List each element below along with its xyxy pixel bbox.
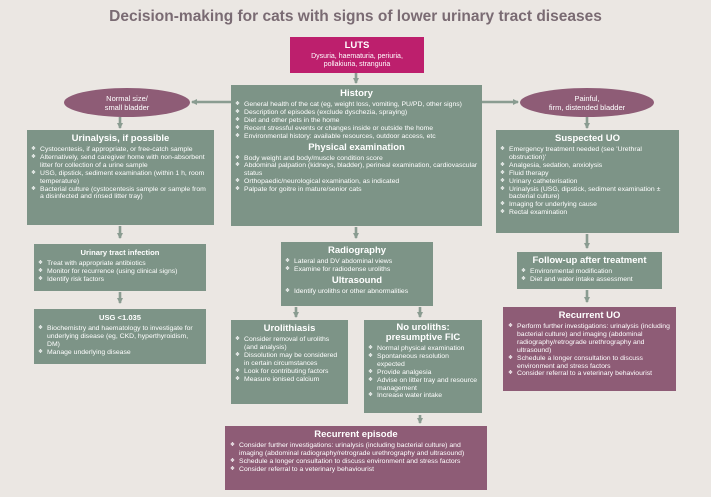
follow-up-title: Follow-up after treatment bbox=[532, 255, 647, 266]
radiography-item: Lateral and DV abdominal views bbox=[285, 258, 429, 266]
follow-up-item: Diet and water intake assessment bbox=[521, 276, 658, 284]
radiography-list: Lateral and DV abdominal views Examine f… bbox=[285, 258, 429, 274]
urolithiasis-list: Consider removal of uroliths (and analys… bbox=[235, 336, 344, 383]
follow-up-item: Environmental modification bbox=[521, 268, 658, 276]
page-title: Decision-making for cats with signs of l… bbox=[109, 8, 602, 25]
history-item: Description of episodes (exclude dyschez… bbox=[235, 109, 478, 117]
history-list: General health of the cat (eg, weight lo… bbox=[235, 101, 478, 141]
suspected-uo-item: Urinary catheterisation bbox=[500, 178, 675, 186]
physical-exam-item: Abdominal palpation (kidneys, bladder), … bbox=[235, 162, 478, 178]
urinalysis-list: Cystocentesis, if appropriate, or free-c… bbox=[31, 146, 210, 201]
urinalysis-item: USG, dipstick, sediment examination (wit… bbox=[31, 170, 210, 186]
fic-item: Increase water intake bbox=[368, 392, 478, 400]
follow-up-box: Follow-up after treatment Environmental … bbox=[517, 252, 662, 289]
usg-list: Biochemistry and haematology to investig… bbox=[38, 325, 202, 357]
suspected-uo-item: Rectal examination bbox=[500, 209, 675, 217]
recurrent-uo-list: Perform further investigations: urinalys… bbox=[508, 323, 671, 378]
history-item: Recent stressful events or changes insid… bbox=[235, 125, 478, 133]
urinalysis-item: Cystocentesis, if appropriate, or free-c… bbox=[31, 146, 210, 154]
urinalysis-box: Urinalysis, if possible Cystocentesis, i… bbox=[27, 130, 214, 225]
uti-item: Identify risk factors bbox=[38, 276, 202, 284]
radiography-title: Radiography bbox=[327, 245, 387, 256]
recurrent-episode-item: Schedule a longer consultation to discus… bbox=[230, 458, 482, 466]
suspected-uo-item: Imaging for underlying cause bbox=[500, 201, 675, 209]
urolithiasis-item: Look for contributing factors bbox=[235, 368, 344, 376]
recurrent-episode-item: Consider referral to a veterinary behavi… bbox=[230, 466, 482, 474]
luts-line-2: pollakiuria, stranguria bbox=[323, 61, 391, 68]
suspected-uo-title: Suspected UO bbox=[555, 133, 620, 144]
recurrent-episode-item: Consider further investigations: urinaly… bbox=[230, 442, 482, 458]
physical-exam-list: Body weight and body/muscle condition sc… bbox=[235, 155, 478, 195]
urolithiasis-item: Consider removal of uroliths (and analys… bbox=[235, 336, 344, 352]
history-box: History General health of the cat (eg, w… bbox=[231, 85, 482, 226]
uti-title: Urinary tract infection bbox=[80, 248, 160, 257]
oval-right-line-2: firm, distended bladder bbox=[548, 102, 626, 112]
oval-distended-bladder: Painful, firm, distended bladder bbox=[520, 88, 654, 117]
oval-normal-bladder: Normal size/ small bladder bbox=[64, 88, 190, 117]
oval-left-line-2: small bladder bbox=[104, 102, 150, 112]
usg-item: Biochemistry and haematology to investig… bbox=[38, 325, 202, 349]
suspected-uo-box: Suspected UO Emergency treatment needed … bbox=[496, 130, 679, 233]
follow-up-list: Environmental modification Diet and wate… bbox=[521, 268, 658, 284]
fic-item: Spontaneous resolution expected bbox=[368, 353, 478, 369]
uti-item: Treat with appropriate antibiotics bbox=[38, 260, 202, 268]
history-item: Environmental history: available resourc… bbox=[235, 133, 478, 141]
uti-box: Urinary tract infection Treat with appro… bbox=[34, 244, 206, 291]
physical-exam-title: Physical examination bbox=[308, 141, 405, 153]
urolithiasis-item: Measure ionised calcium bbox=[235, 376, 344, 384]
suspected-uo-item: Analgesia, sedation, anxiolysis bbox=[500, 162, 675, 170]
physical-exam-item: Orthopaedic/neurological examination, as… bbox=[235, 178, 478, 186]
suspected-uo-item: Urinalysis (USG, dipstick, sediment exam… bbox=[500, 186, 675, 202]
recurrent-episode-list: Consider further investigations: urinaly… bbox=[230, 442, 482, 474]
fic-item: Advise on litter tray and resource manag… bbox=[368, 377, 478, 393]
oval-right-line-1: Painful, bbox=[574, 93, 600, 103]
urolithiasis-box: Urolithiasis Consider removal of urolith… bbox=[231, 320, 348, 404]
recurrent-uo-item: Schedule a longer consultation to discus… bbox=[508, 355, 671, 371]
oval-left-line-1: Normal size/ bbox=[106, 93, 148, 103]
luts-line-1: Dysuria, haematuria, periuria, bbox=[311, 53, 403, 60]
history-title: History bbox=[340, 88, 373, 99]
ultrasound-item: Identify uroliths or other abnormalities bbox=[285, 288, 429, 296]
urolithiasis-title: Urolithiasis bbox=[263, 323, 316, 334]
suspected-uo-item: Fluid therapy bbox=[500, 170, 675, 178]
usg-box: USG <1.035 Biochemistry and haematology … bbox=[34, 309, 206, 364]
usg-title: USG <1.035 bbox=[98, 313, 141, 322]
fic-box: No uroliths: presumptive FIC Normal phys… bbox=[364, 320, 482, 413]
recurrent-uo-item: Perform further investigations: urinalys… bbox=[508, 323, 671, 355]
fic-title-line-2: presumptive FIC bbox=[385, 332, 461, 343]
suspected-uo-item: Emergency treatment needed (see 'Urethra… bbox=[500, 146, 675, 162]
uti-list: Treat with appropriate antibiotics Monit… bbox=[38, 260, 202, 284]
physical-exam-item: Body weight and body/muscle condition sc… bbox=[235, 155, 478, 163]
suspected-uo-list: Emergency treatment needed (see 'Urethra… bbox=[500, 146, 675, 217]
history-item: General health of the cat (eg, weight lo… bbox=[235, 101, 478, 109]
ultrasound-list: Identify uroliths or other abnormalities bbox=[285, 288, 429, 296]
fic-item: Provide analgesia bbox=[368, 369, 478, 377]
urolithiasis-item: Dissolution may be considered in certain… bbox=[235, 352, 344, 368]
ultrasound-title: Ultrasound bbox=[331, 274, 383, 286]
recurrent-uo-title: Recurrent UO bbox=[558, 310, 621, 321]
fic-item: Normal physical examination bbox=[368, 345, 478, 353]
history-item: Diet and other pets in the home bbox=[235, 117, 478, 125]
recurrent-uo-item: Consider referral to a veterinary behavi… bbox=[508, 370, 671, 378]
fic-list: Normal physical examination Spontaneous … bbox=[368, 345, 478, 400]
luts-box: LUTS Dysuria, haematuria, periuria, poll… bbox=[290, 37, 424, 73]
uti-item: Monitor for recurrence (using clinical s… bbox=[38, 268, 202, 276]
recurrent-uo-box: Recurrent UO Perform further investigati… bbox=[503, 307, 676, 391]
physical-exam-item: Palpate for goitre in mature/senior cats bbox=[235, 186, 478, 194]
radiography-item: Examine for radiodense uroliths bbox=[285, 266, 429, 274]
luts-title: LUTS bbox=[344, 40, 370, 51]
urinalysis-item: Bacterial culture (cystocentesis sample … bbox=[31, 186, 210, 202]
usg-item: Manage underlying disease bbox=[38, 349, 202, 357]
recurrent-episode-title: Recurrent episode bbox=[314, 429, 398, 440]
recurrent-episode-box: Recurrent episode Consider further inves… bbox=[225, 426, 487, 490]
fic-title-line-1: No uroliths: bbox=[396, 322, 450, 333]
urinalysis-title: Urinalysis, if possible bbox=[71, 133, 170, 144]
radiography-box: Radiography Lateral and DV abdominal vie… bbox=[281, 242, 433, 306]
urinalysis-item: Alternatively, send caregiver home with … bbox=[31, 154, 210, 170]
